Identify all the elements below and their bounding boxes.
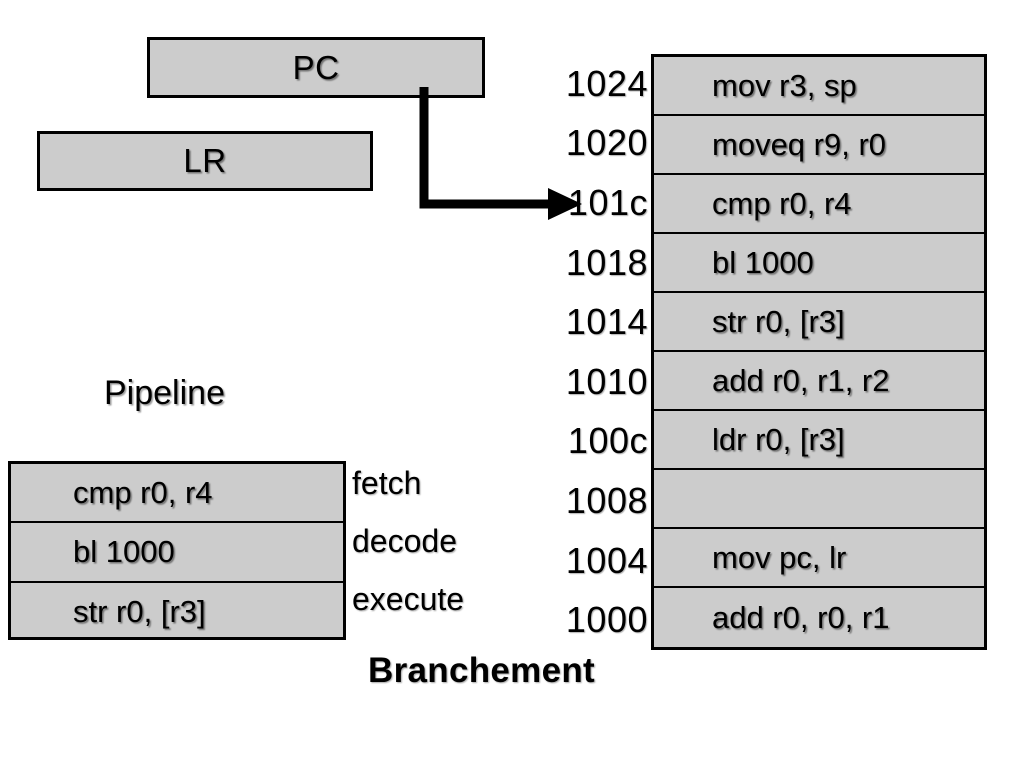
lr-register-label: LR [183,142,227,179]
memory-row-empty [654,470,984,529]
pipeline-title: Pipeline [104,374,225,412]
memory-instruction: add r0, r1, r2 [712,362,890,398]
memory-instruction: cmp r0, r4 [712,185,852,221]
memory-row: moveq r9, r0 [654,116,984,175]
pipeline-stage-labels: fetch decode execute [352,461,532,640]
memory-address: 1000 [565,599,648,641]
memory-instruction: ldr r0, [r3] [712,421,845,457]
memory-row: mov r3, sp [654,57,984,116]
memory-row: ldr r0, [r3] [654,411,984,470]
memory-address: 1008 [565,479,648,521]
memory-address: 1018 [565,241,648,283]
pc-register-box: PC [147,37,485,98]
pc-register-label: PC [292,48,340,86]
pipeline-row-fetch: cmp r0, r4 [11,464,343,524]
memory-instruction: moveq r9, r0 [712,126,887,162]
pipeline-instruction: cmp r0, r4 [73,474,213,510]
memory-address: 100c [567,420,648,462]
pipeline-stage-execute: execute [352,581,465,617]
memory-address: 1010 [565,360,648,402]
memory-instruction: mov pc, lr [712,539,847,575]
memory-instruction: mov r3, sp [712,67,857,103]
memory-row: cmp r0, r4 [654,175,984,234]
memory-address-column: 1024 1020 101c 1018 1014 1010 100c 1008 … [500,54,648,650]
lr-register-box: LR [37,131,373,191]
memory-address: 1004 [565,539,648,581]
memory-row: add r0, r1, r2 [654,352,984,411]
memory-address: 1014 [565,301,648,343]
pipeline-row-execute: str r0, [r3] [11,583,343,642]
memory-table: mov r3, sp moveq r9, r0 cmp r0, r4 bl 10… [651,54,987,650]
pipeline-instruction: str r0, [r3] [73,594,206,630]
memory-instruction: bl 1000 [712,244,814,280]
memory-address: 101c [567,181,648,223]
memory-address: 1024 [565,62,648,104]
memory-row: mov pc, lr [654,529,984,588]
diagram-caption: Branchement [368,651,595,690]
pipeline-stage-decode: decode [352,523,457,559]
pipeline-row-decode: bl 1000 [11,523,343,583]
memory-instruction: str r0, [r3] [712,303,845,339]
pipeline-stage-fetch: fetch [352,465,422,501]
memory-row: bl 1000 [654,234,984,293]
memory-instruction: add r0, r0, r1 [712,599,890,635]
memory-row: add r0, r0, r1 [654,588,984,647]
memory-row: str r0, [r3] [654,293,984,352]
memory-address: 1020 [565,122,648,164]
pipeline-instruction: bl 1000 [73,533,175,569]
pipeline-box: cmp r0, r4 bl 1000 str r0, [r3] [8,461,346,640]
